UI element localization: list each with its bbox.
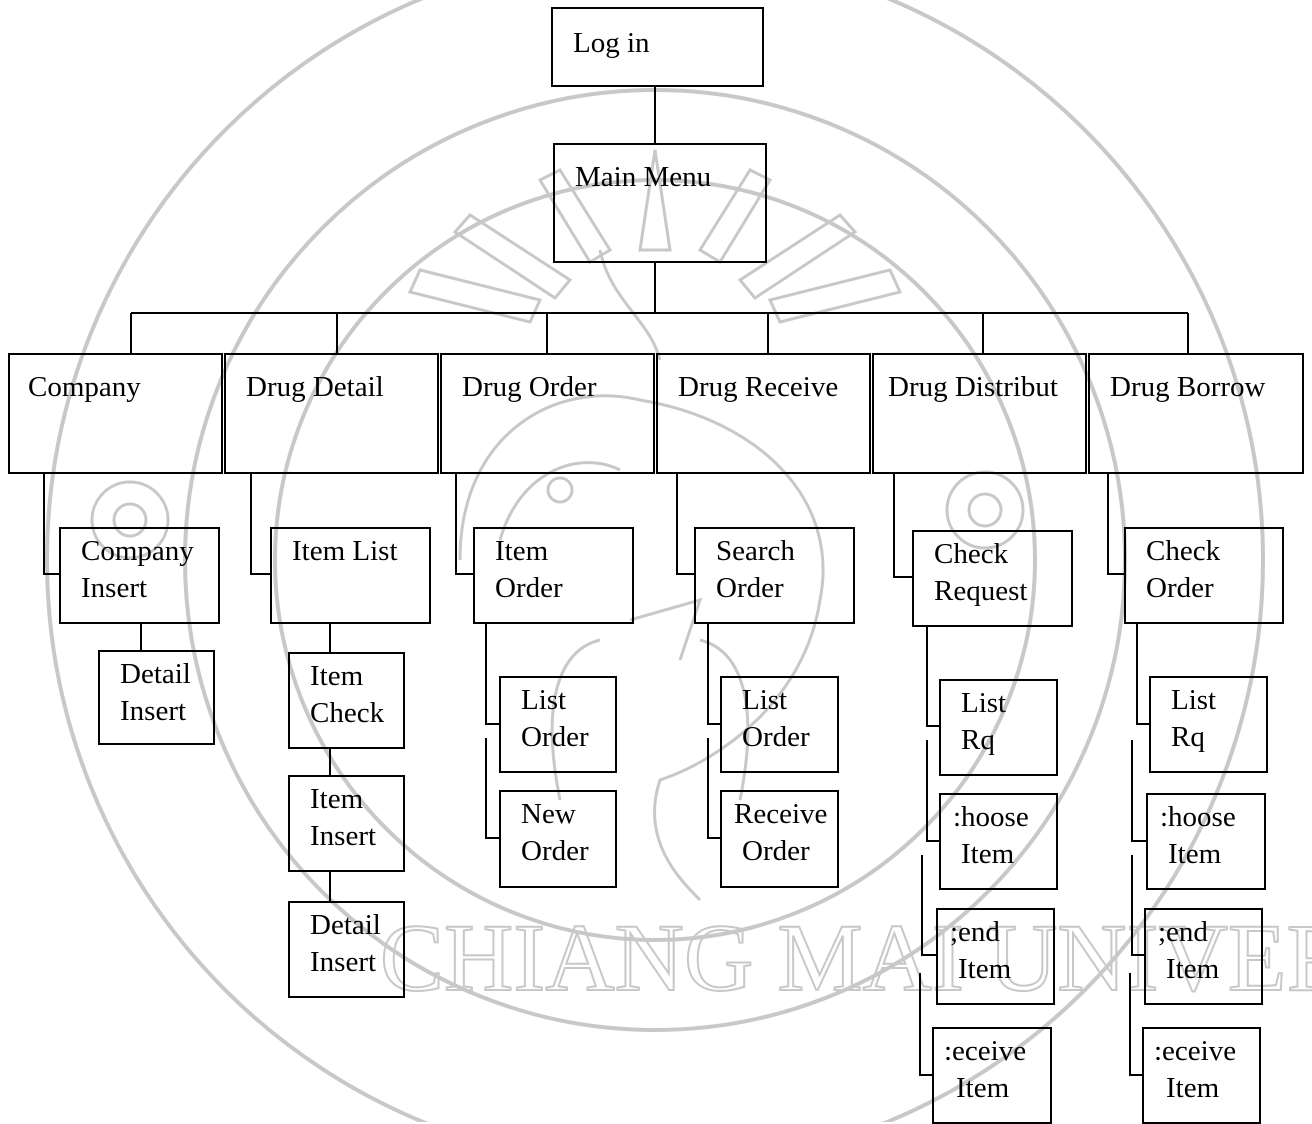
drug-detail-insert-line1: Detail (310, 909, 381, 941)
company-detail-insert-line1: Detail (120, 658, 191, 690)
drug-receive-label: Drug Receive (678, 371, 839, 403)
distribute-list-rq-box: List Rq (939, 679, 1058, 776)
distribute-choose-item-line1: :hoose (953, 801, 1029, 833)
company-label: Company (28, 371, 141, 403)
borrow-list-rq-box: List Rq (1149, 676, 1268, 773)
borrow-receive-item-line1: :eceive (1154, 1035, 1237, 1067)
item-list-label: Item List (292, 535, 398, 567)
drug-detail-box: Drug Detail (224, 353, 439, 474)
receive-list-order-box: List Order (720, 676, 839, 773)
item-check-line1: Item (310, 660, 364, 692)
login-box: Log in (551, 7, 764, 87)
borrow-list-rq-line2: Rq (1171, 721, 1205, 753)
drug-detail-insert-box: Detail Insert (288, 901, 405, 998)
drug-order-box: Drug Order (440, 353, 655, 474)
distribute-receive-item-box: :eceive Item (932, 1027, 1052, 1124)
borrow-receive-item-box: :eceive Item (1142, 1027, 1261, 1124)
order-list-order-box: List Order (499, 676, 617, 773)
distribute-receive-item-line1: :eceive (944, 1035, 1027, 1067)
company-insert-line2: Insert (81, 572, 148, 604)
drug-order-label: Drug Order (462, 371, 597, 403)
distribute-choose-item-box: :hoose Item (939, 793, 1058, 890)
new-order-line1: New (521, 798, 576, 830)
drug-detail-label: Drug Detail (246, 371, 384, 403)
drug-detail-insert-line2: Insert (310, 946, 377, 978)
drug-borrow-box: Drug Borrow (1088, 353, 1304, 474)
distribute-send-item-line1: ;end (950, 916, 1000, 948)
company-insert-line1: Company (81, 535, 194, 567)
receive-order-line1: Receive (734, 798, 828, 830)
check-order-line1: Check (1146, 535, 1221, 567)
item-order-line1: Item (495, 535, 549, 567)
company-insert-box: Company Insert (59, 527, 220, 624)
borrow-choose-item-line2: Item (1168, 838, 1222, 870)
order-list-order-line2: Order (521, 721, 589, 753)
check-order-box: Check Order (1124, 527, 1284, 624)
distribute-list-rq-line2: Rq (961, 724, 995, 756)
receive-order-line2: Order (742, 835, 810, 867)
receive-order-box: Receive Order (720, 790, 839, 888)
item-list-box: Item List (270, 527, 431, 624)
distribute-list-rq-line1: List (961, 687, 1007, 719)
item-insert-box: Item Insert (288, 775, 405, 872)
item-check-line2: Check (310, 697, 385, 729)
borrow-choose-item-box: :hoose Item (1146, 793, 1266, 890)
item-insert-line1: Item (310, 783, 364, 815)
distribute-choose-item-line2: Item (961, 838, 1015, 870)
drug-borrow-label: Drug Borrow (1110, 371, 1266, 403)
borrow-choose-item-line1: :hoose (1160, 801, 1236, 833)
item-order-box: Item Order (473, 527, 634, 624)
borrow-list-rq-line1: List (1171, 684, 1217, 716)
order-list-order-line1: List (521, 684, 567, 716)
login-label: Log in (573, 27, 650, 59)
distribute-send-item-box: ;end Item (936, 908, 1055, 1005)
new-order-box: New Order (499, 790, 617, 888)
item-order-line2: Order (495, 572, 563, 604)
borrow-receive-item-line2: Item (1166, 1072, 1220, 1104)
distribute-send-item-line2: Item (958, 953, 1012, 985)
drug-distribute-label: Drug Distribut (888, 371, 1058, 403)
main-menu-label: Main Menu (575, 161, 712, 193)
distribute-receive-item-line2: Item (956, 1072, 1010, 1104)
search-order-box: Search Order (694, 527, 855, 624)
receive-list-order-line2: Order (742, 721, 810, 753)
borrow-send-item-line2: Item (1166, 953, 1220, 985)
borrow-send-item-line1: ;end (1158, 916, 1208, 948)
drug-receive-box: Drug Receive (656, 353, 871, 474)
check-request-line1: Check (934, 538, 1009, 570)
borrow-send-item-box: ;end Item (1144, 908, 1263, 1005)
item-insert-line2: Insert (310, 820, 377, 852)
search-order-line1: Search (716, 535, 795, 567)
company-detail-insert-box: Detail Insert (98, 650, 215, 745)
receive-list-order-line1: List (742, 684, 788, 716)
new-order-line2: Order (521, 835, 589, 867)
company-box: Company (8, 353, 223, 474)
check-order-line2: Order (1146, 572, 1214, 604)
drug-distribute-box: Drug Distribut (872, 353, 1087, 474)
item-check-box: Item Check (288, 652, 405, 749)
search-order-line2: Order (716, 572, 784, 604)
check-request-box: Check Request (912, 530, 1073, 627)
company-detail-insert-line2: Insert (120, 695, 187, 727)
check-request-line2: Request (934, 575, 1028, 607)
main-menu-box: Main Menu (553, 143, 767, 263)
